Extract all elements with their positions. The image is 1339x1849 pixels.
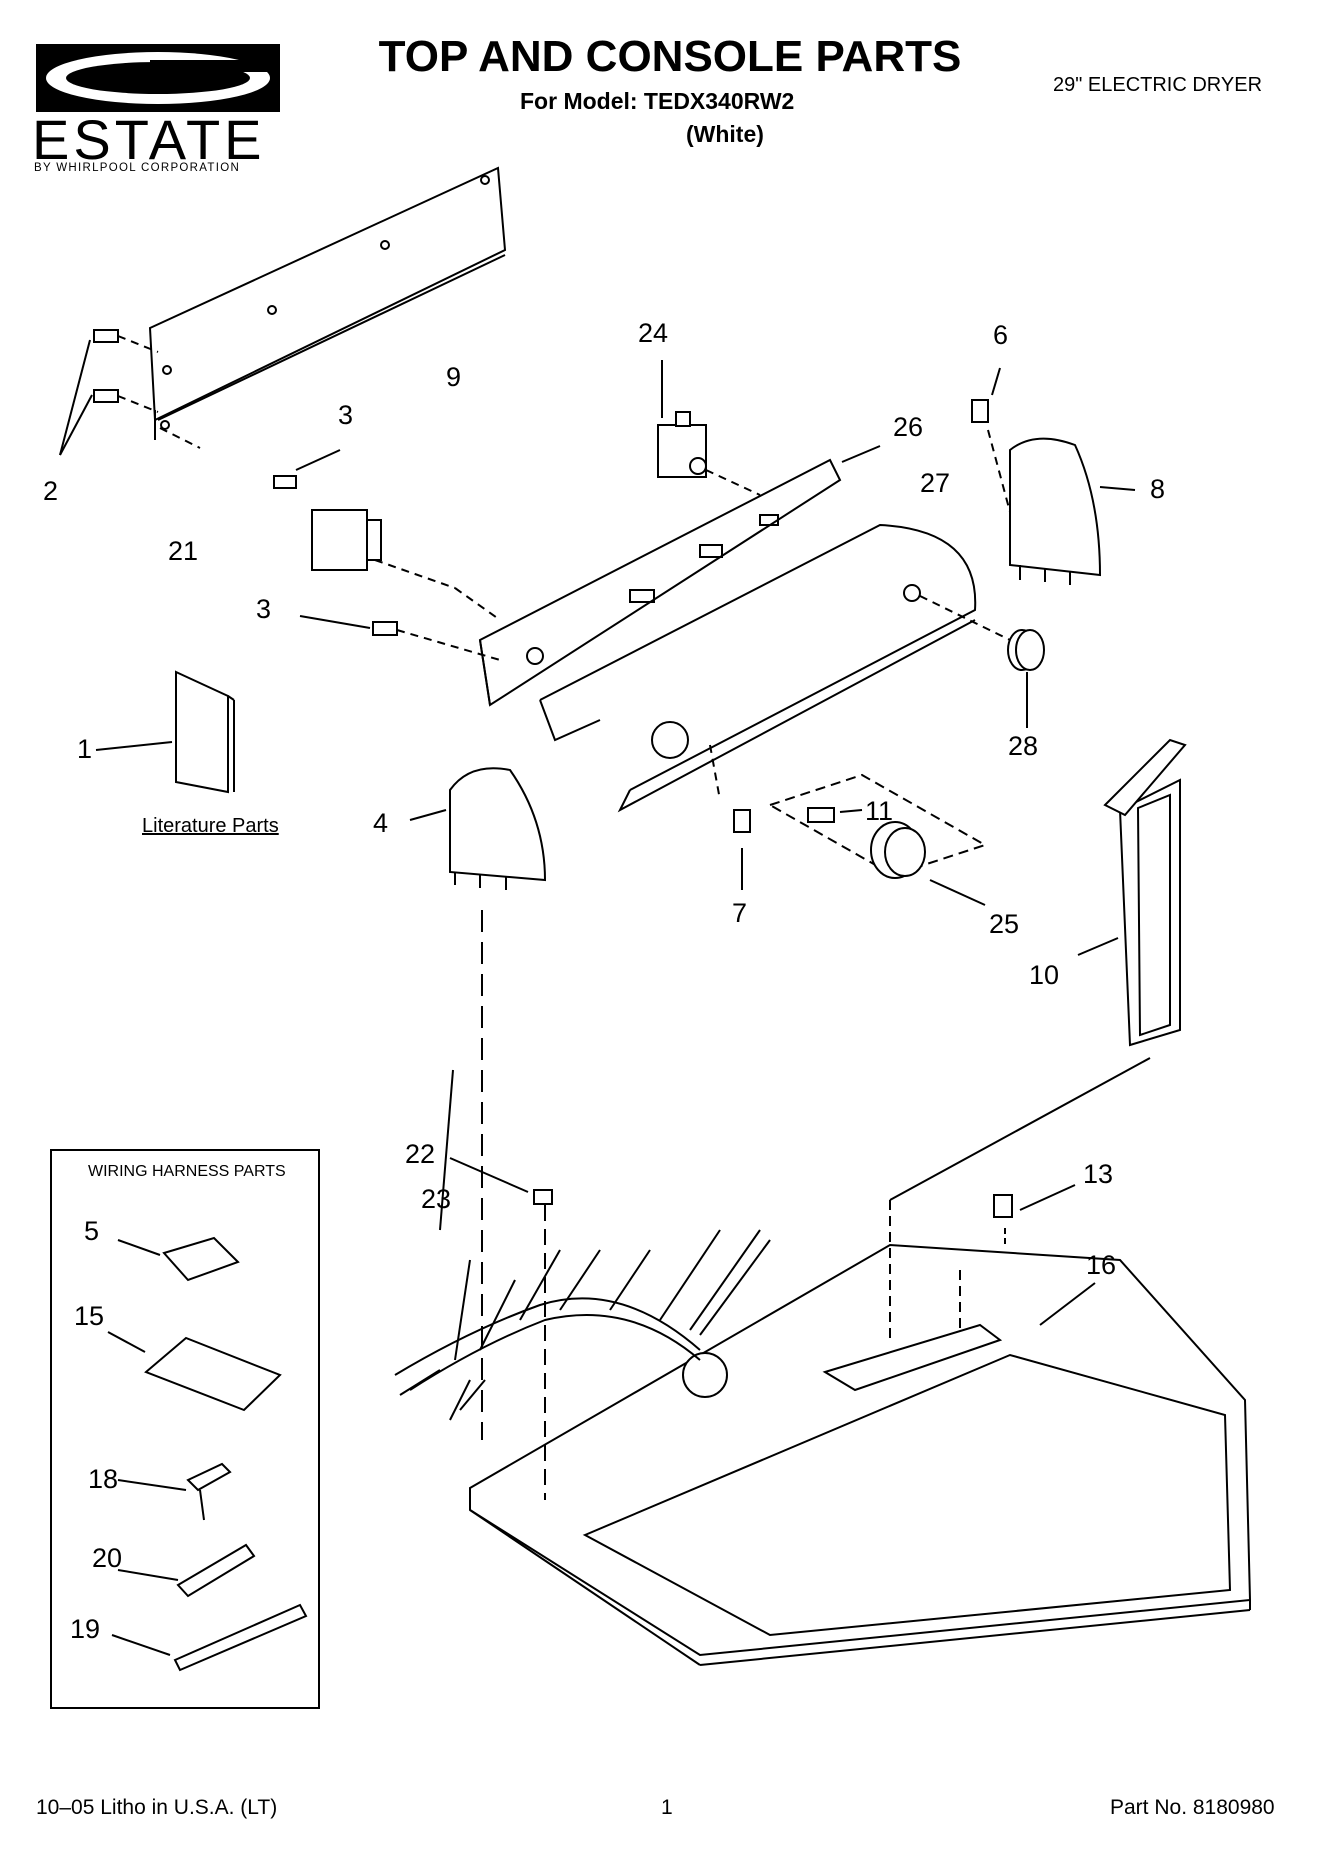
timer-part-21 bbox=[311, 509, 501, 621]
callout-3-lower: 3 bbox=[256, 594, 272, 624]
literature-parts-label: Literature Parts bbox=[142, 815, 279, 837]
wiring-harness-title: WIRING HARNESS PARTS bbox=[88, 1163, 286, 1180]
callout-25: 25 bbox=[989, 909, 1020, 939]
callout-26: 26 bbox=[893, 412, 924, 442]
page-title: TOP AND CONSOLE PARTS bbox=[378, 32, 962, 81]
console-part-27 bbox=[539, 523, 1011, 813]
screw-part-6 bbox=[971, 367, 1001, 423]
knob-assembly-part-25 bbox=[767, 773, 988, 906]
rear-panel-part-9 bbox=[148, 166, 507, 449]
color-line: (White) bbox=[686, 121, 764, 147]
callout-6: 6 bbox=[993, 320, 1009, 350]
logo-brand: ESTATE bbox=[32, 108, 266, 171]
estate-logo: ESTATE BY WHIRLPOOL CORPORATION bbox=[32, 40, 282, 180]
callout-5: 5 bbox=[84, 1216, 100, 1246]
callout-11: 11 bbox=[865, 796, 894, 826]
callout-20: 20 bbox=[92, 1543, 123, 1573]
callout-9: 9 bbox=[446, 362, 462, 392]
lint-screen-part-10 bbox=[889, 738, 1187, 1201]
wiring-harness-box bbox=[50, 1149, 320, 1709]
control-bracket-part-26 bbox=[478, 445, 881, 707]
callout-24: 24 bbox=[638, 318, 669, 348]
callout-15: 15 bbox=[74, 1301, 105, 1331]
callout-4: 4 bbox=[373, 808, 389, 838]
switch-part-24 bbox=[657, 360, 761, 496]
literature-part-1 bbox=[95, 670, 235, 794]
callout-19: 19 bbox=[70, 1614, 101, 1644]
clip-part-22 bbox=[449, 1157, 553, 1500]
logo-emblem bbox=[36, 44, 280, 112]
callout-10: 10 bbox=[1029, 960, 1060, 990]
callout-1: 1 bbox=[77, 734, 93, 764]
callout-23: 23 bbox=[421, 1184, 452, 1214]
harness-box-parts bbox=[107, 1236, 308, 1672]
wiring-harness-part-23 bbox=[394, 1069, 771, 1421]
callout-18: 18 bbox=[88, 1464, 119, 1494]
screws-part-2 bbox=[59, 329, 159, 456]
screws-part-3 bbox=[273, 449, 501, 661]
callout-3-upper: 3 bbox=[338, 400, 354, 430]
callout-28: 28 bbox=[1008, 731, 1039, 761]
product-type: 29" ELECTRIC DRYER bbox=[1053, 74, 1263, 96]
screw-part-13 bbox=[993, 1184, 1076, 1218]
footer-part-number: Part No. 8180980 bbox=[1110, 1796, 1275, 1819]
model-line: For Model: TEDX340RW2 bbox=[520, 88, 795, 114]
screw-part-7 bbox=[709, 744, 751, 890]
footer-litho: 10–05 Litho in U.S.A. (LT) bbox=[36, 1796, 278, 1819]
callout-16: 16 bbox=[1086, 1250, 1117, 1280]
end-cap-part-8 bbox=[987, 429, 1136, 585]
callout-22: 22 bbox=[405, 1139, 436, 1169]
callout-13: 13 bbox=[1083, 1159, 1114, 1189]
callout-7: 7 bbox=[732, 898, 748, 928]
knob-part-28 bbox=[1007, 629, 1045, 728]
callout-21: 21 bbox=[168, 536, 199, 566]
callout-2: 2 bbox=[43, 476, 59, 506]
callout-8: 8 bbox=[1150, 474, 1166, 504]
logo-subtitle: BY WHIRLPOOL CORPORATION bbox=[34, 162, 241, 174]
callout-27: 27 bbox=[920, 468, 951, 498]
footer-page-number: 1 bbox=[661, 1796, 673, 1819]
end-cap-part-4 bbox=[409, 767, 547, 1440]
top-panel-part-16 bbox=[469, 1200, 1252, 1666]
